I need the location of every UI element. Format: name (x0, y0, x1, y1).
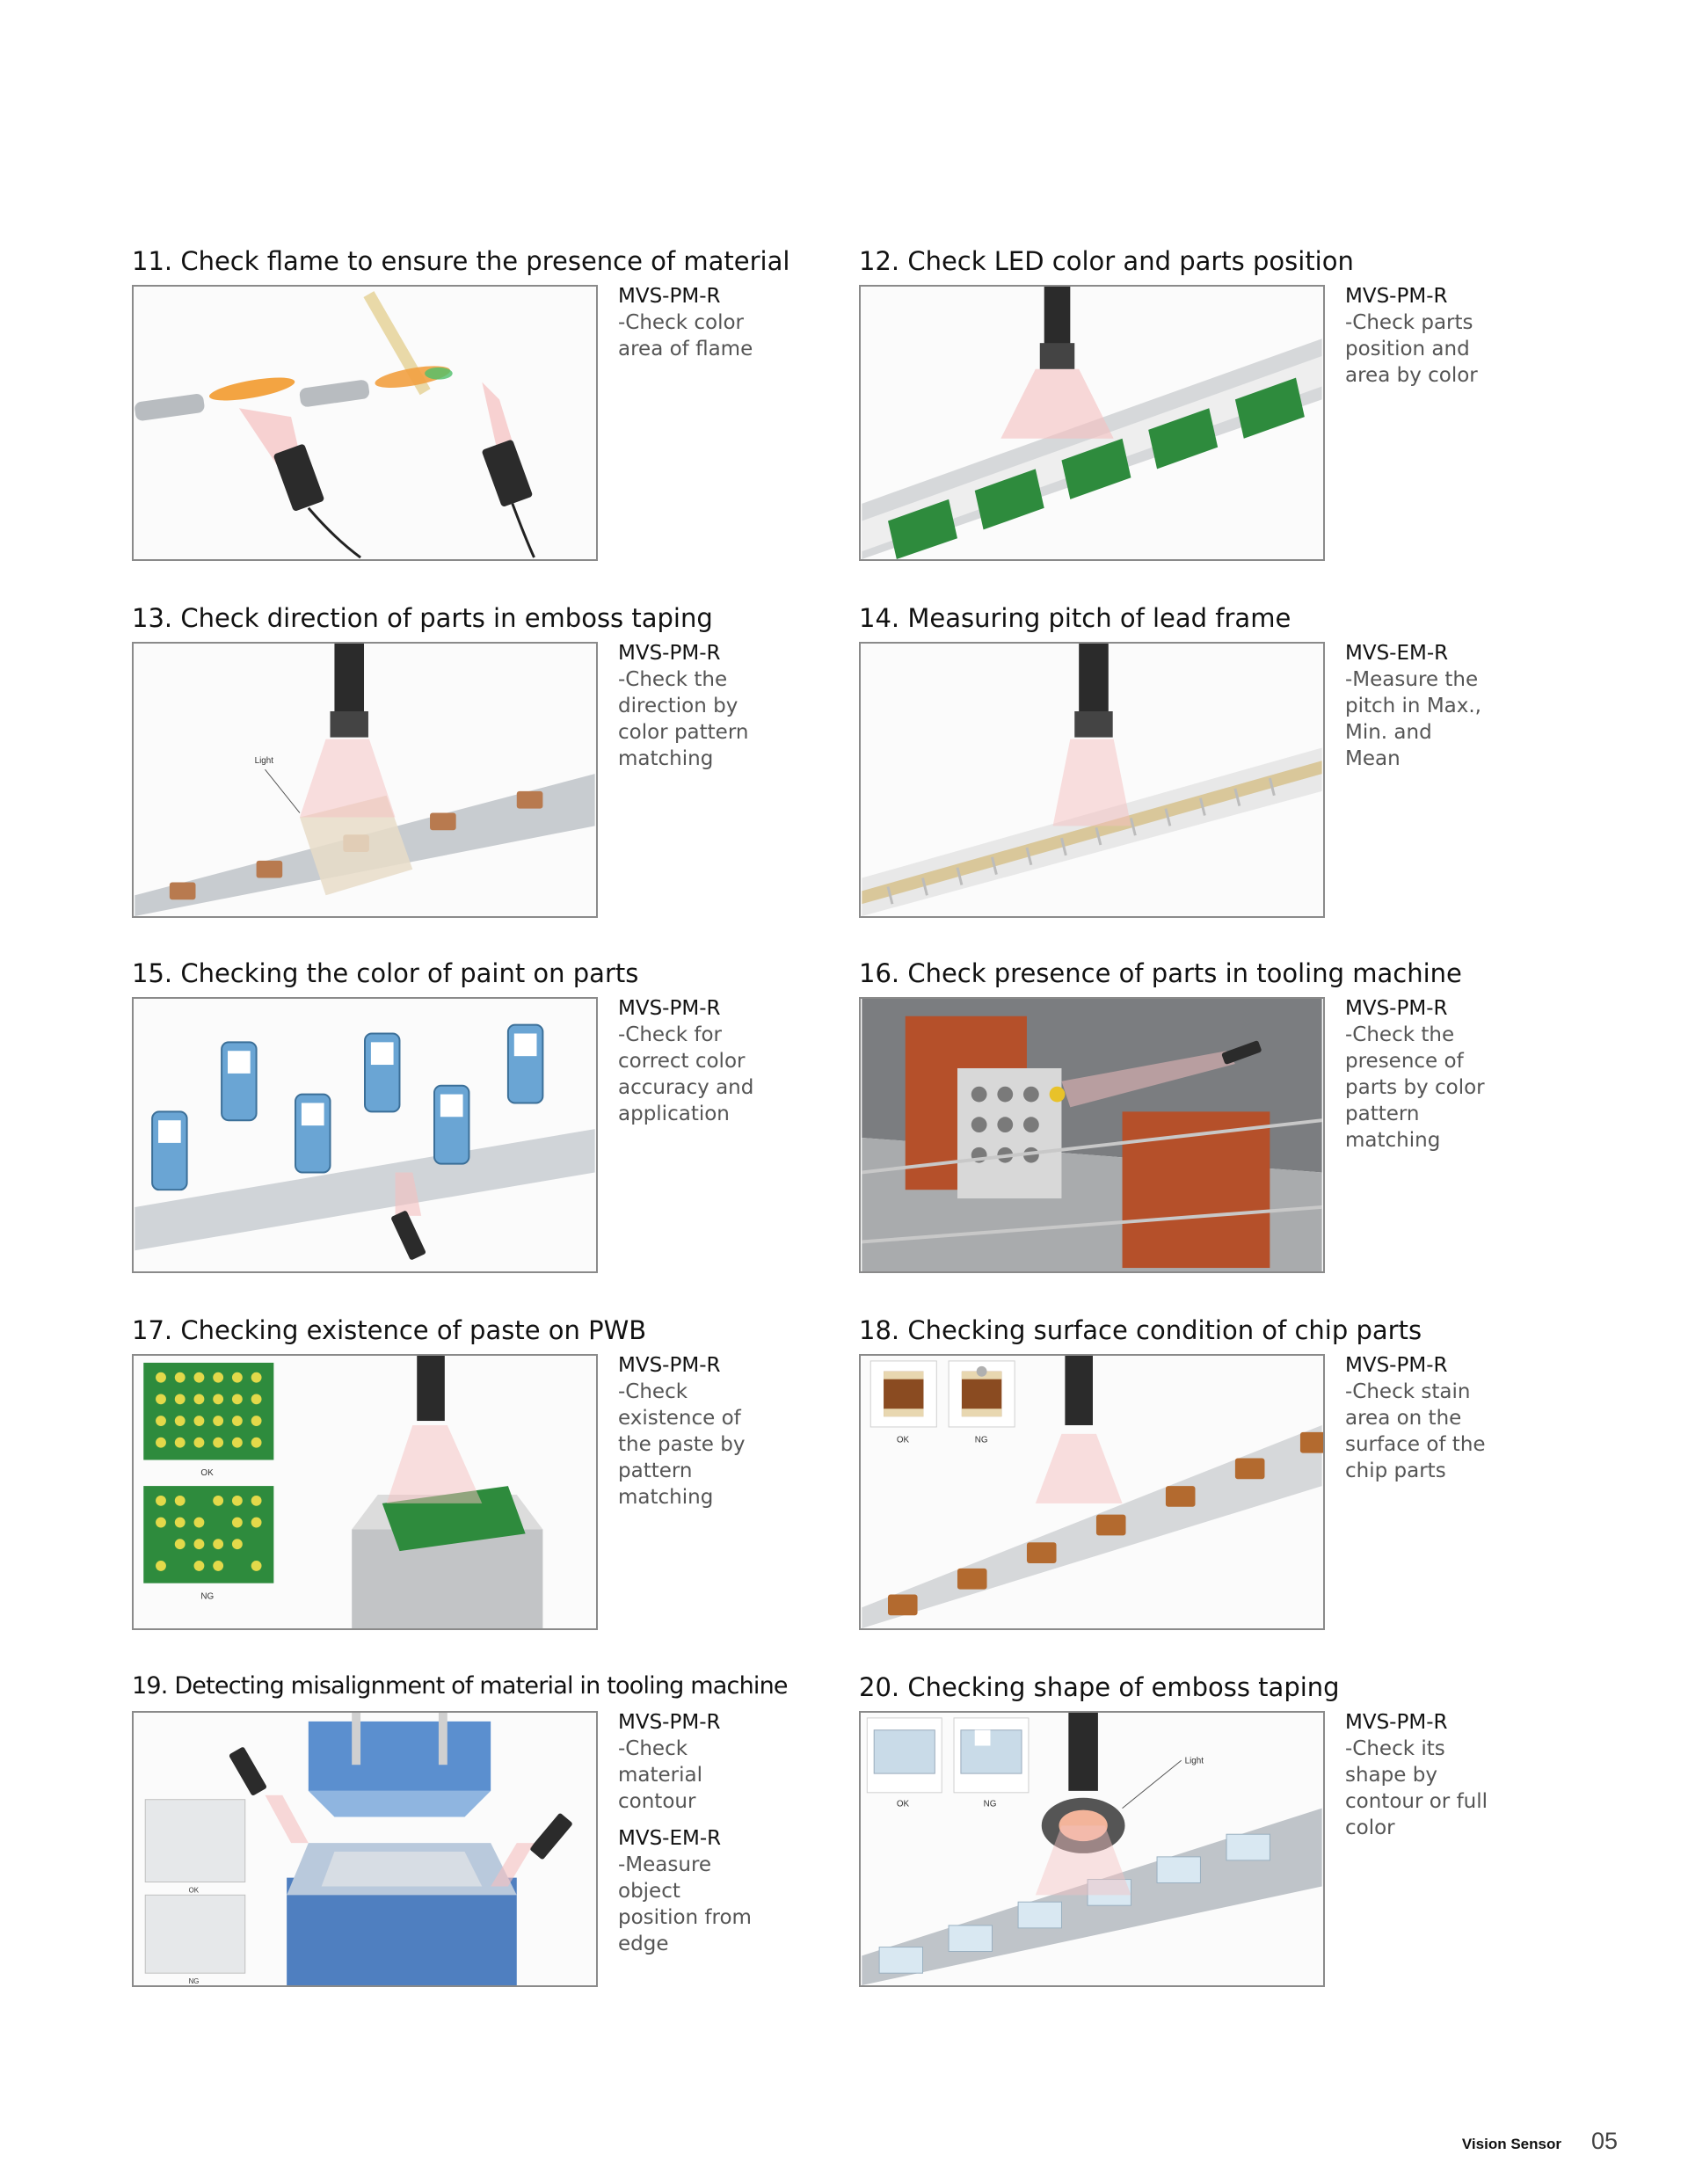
ok-label: OK (897, 1436, 910, 1445)
phone-paint-diagram (135, 1023, 595, 1260)
application-title: 14. Measuring pitch of lead frame (859, 603, 1291, 633)
application-title: 12. Check LED color and parts position (859, 246, 1354, 276)
feature-text: -Check existence of the paste by pattern… (618, 1380, 746, 1509)
light-label: Light (255, 756, 274, 766)
led-conveyor-diagram (862, 287, 1322, 559)
model-number: MVS-PM-R (1345, 285, 1448, 308)
flame-inspection-illustration (132, 285, 598, 561)
feature-text: -Check for correct color accuracy and ap… (618, 1023, 754, 1125)
feature-text: -Check parts position and area by color (1345, 311, 1478, 387)
flame-sensor-diagram (135, 291, 535, 559)
model-number: MVS-PM-R (1345, 1711, 1448, 1734)
application-title: 16. Check presence of parts in tooling m… (859, 958, 1462, 988)
led-board-illustration (859, 285, 1325, 561)
model-number: MVS-EM-R (1345, 642, 1449, 665)
ng-label: NG (975, 1436, 988, 1445)
footer-brand: Vision Sensor (1461, 2136, 1561, 2152)
model-number: MVS-PM-R (1345, 1354, 1448, 1377)
application-description: MVS-PM-R -Check the direction by color p… (618, 640, 829, 772)
model-number: MVS-PM-R (618, 1354, 721, 1377)
feature-text: -Check color area of flame (618, 311, 753, 360)
tooling-misalignment-diagram: OK NG (144, 1713, 572, 1985)
application-title: 17. Checking existence of paste on PWB (132, 1315, 647, 1345)
ok-label: OK (189, 1886, 200, 1894)
application-title: 19. Detecting misalignment of material i… (132, 1672, 789, 1700)
paint-check-illustration (132, 997, 598, 1273)
lead-frame-diagram (862, 644, 1322, 916)
application-14: 14. Measuring pitch of lead frame MVS-EM… (859, 603, 1580, 955)
light-label: Light (1185, 1756, 1204, 1765)
application-description: MVS-PM-R -Check the presence of parts by… (1345, 995, 1556, 1154)
application-title: 18. Checking surface condition of chip p… (859, 1315, 1422, 1345)
application-19: 19. Detecting misalignment of material i… (132, 1672, 853, 2024)
application-11: 11. Check flame to ensure the presence o… (132, 246, 853, 598)
application-description: MVS-PM-R -Check stain area on the surfac… (1345, 1352, 1556, 1484)
feature-text: -Check the presence of parts by color pa… (1345, 1023, 1485, 1152)
model-number: MVS-PM-R (618, 1711, 721, 1734)
application-description: MVS-PM-R -Check for correct color accura… (618, 995, 829, 1127)
feature-text: -Check stain area on the surface of the … (1345, 1380, 1486, 1482)
model-number: MVS-EM-R (618, 1827, 722, 1850)
ok-label: OK (200, 1468, 214, 1478)
feature-text: -Measure the pitch in Max., Min. and Mea… (1345, 668, 1481, 770)
application-15: 15. Checking the color of paint on parts… (132, 958, 853, 1310)
application-title: 13. Check direction of parts in emboss t… (132, 603, 713, 633)
feature-text: -Check the direction by color pattern ma… (618, 668, 749, 770)
tooling-machine-diagram (862, 999, 1322, 1271)
model-number: MVS-PM-R (618, 642, 721, 665)
chip-surface-illustration: OK NG (859, 1354, 1325, 1630)
application-description: MVS-EM-R -Measure the pitch in Max., Min… (1345, 640, 1556, 772)
application-20: 20. Checking shape of emboss taping OK N… (859, 1672, 1580, 2024)
application-title: 15. Checking the color of paint on parts (132, 958, 639, 988)
tooling-misalignment-illustration: OK NG (132, 1711, 598, 1987)
tooling-machine-illustration (859, 997, 1325, 1273)
ng-label: NG (984, 1800, 997, 1809)
application-description: MVS-PM-R -Check its shape by contour or … (1345, 1709, 1556, 1841)
application-description: MVS-PM-R -Check color area of flame (618, 283, 829, 362)
emboss-taping-diagram: Light (135, 644, 595, 916)
application-12: 12. Check LED color and parts position M… (859, 246, 1580, 598)
page-number: 05 (1590, 2128, 1618, 2154)
page-footer: Vision Sensor 05 (1462, 2128, 1618, 2155)
application-18: 18. Checking surface condition of chip p… (859, 1315, 1580, 1667)
application-16: 16. Check presence of parts in tooling m… (859, 958, 1580, 1310)
paste-pwb-diagram: OK NG (143, 1356, 543, 1628)
paste-pwb-illustration: OK NG (132, 1354, 598, 1630)
ng-label: NG (200, 1591, 214, 1601)
emboss-shape-diagram: OK NG Light (862, 1713, 1322, 1985)
ng-label: NG (189, 1977, 200, 1985)
application-13: 13. Check direction of parts in emboss t… (132, 603, 853, 955)
chip-surface-diagram: OK NG (862, 1356, 1323, 1628)
lead-frame-illustration (859, 642, 1325, 918)
application-title: 11. Check flame to ensure the presence o… (132, 246, 790, 276)
model-number: MVS-PM-R (618, 997, 721, 1020)
feature-text: -Check its shape by contour or full colo… (1345, 1737, 1488, 1839)
feature-text: -Check material contour (618, 1737, 702, 1813)
application-title: 20. Checking shape of emboss taping (859, 1672, 1340, 1702)
ok-label: OK (897, 1800, 910, 1809)
model-number: MVS-PM-R (1345, 997, 1448, 1020)
application-description: MVS-PM-R -Check parts position and area … (1345, 283, 1556, 389)
emboss-taping-illustration: Light (132, 642, 598, 918)
application-description: MVS-PM-R -Check existence of the paste b… (618, 1352, 829, 1511)
emboss-shape-illustration: OK NG Light (859, 1711, 1325, 1987)
application-description: MVS-PM-R -Check material contour MVS-EM-… (618, 1709, 829, 1957)
model-number: MVS-PM-R (618, 285, 721, 308)
application-17: 17. Checking existence of paste on PWB O… (132, 1315, 853, 1667)
feature-text: -Measure object position from edge (618, 1853, 752, 1955)
